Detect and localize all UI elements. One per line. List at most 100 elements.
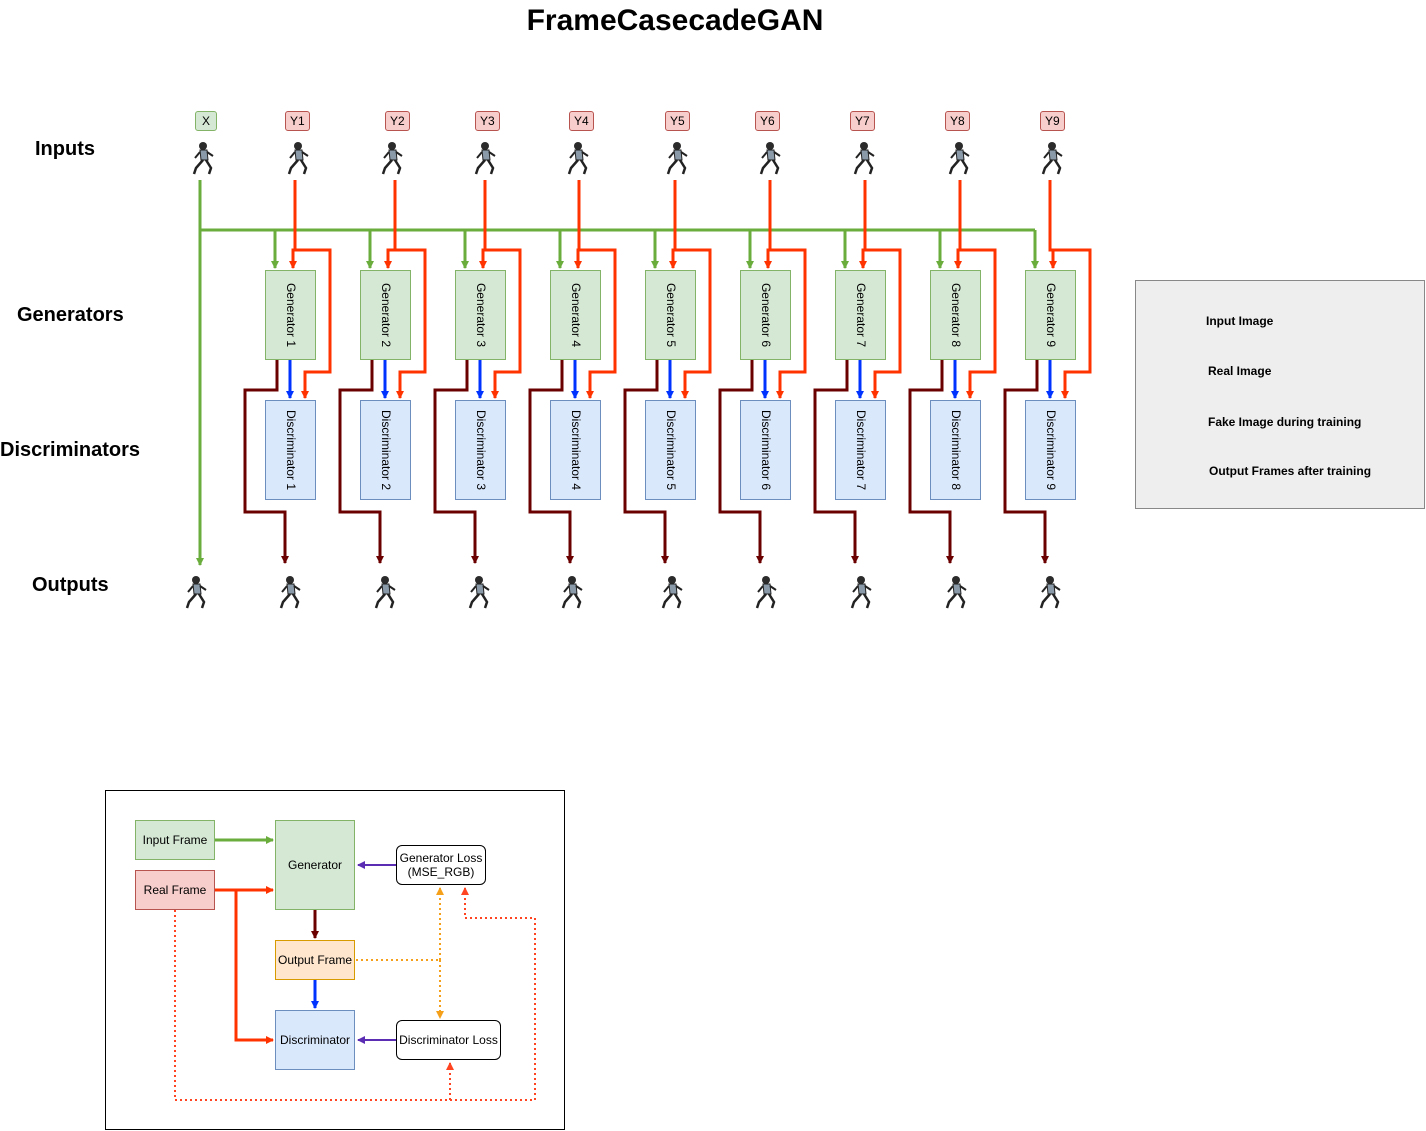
input-frame-thumbnail	[759, 140, 782, 176]
frame-thumbnails	[185, 140, 1064, 610]
discriminator-1: Discriminator 1	[265, 400, 316, 500]
discriminator-2: Discriminator 2	[360, 400, 411, 500]
legend-label-fake: Fake Image during training	[1208, 415, 1362, 429]
wire-real-to-discriminator-4	[579, 248, 617, 399]
input-tag-y8: Y8	[945, 111, 970, 131]
generator-5: Generator 5	[645, 270, 696, 360]
wire-output-frame-7	[813, 360, 859, 564]
wire-output-frame-9	[1003, 360, 1049, 564]
discriminator-label: Discriminator 4	[568, 409, 583, 491]
generator-label: Generator 3	[473, 282, 488, 348]
discriminator-5: Discriminator 5	[645, 400, 696, 500]
wire-real-to-discriminator-1	[295, 248, 332, 399]
row-label-outputs: Outputs	[32, 574, 109, 596]
flow-real-to-losses	[174, 887, 536, 1101]
wire-real-to-discriminator-3	[485, 248, 522, 399]
legend-label-input: Input Image	[1206, 314, 1274, 328]
output-frame-thumbnail	[850, 574, 873, 610]
wire-output-frame-2	[338, 360, 384, 564]
generator-6: Generator 6	[740, 270, 791, 360]
input-frame-thumbnail	[192, 140, 215, 176]
legend: Input Image Real Image Fake Image during…	[1135, 280, 1425, 509]
discriminator-label: Discriminator 3	[473, 409, 488, 491]
flow-generator-loss: Generator Loss (MSE_RGB)	[396, 845, 486, 885]
wire-output-frame-3	[433, 360, 479, 564]
output-frame-thumbnail	[279, 574, 302, 610]
generator-9: Generator 9	[1025, 270, 1076, 360]
input-frame-thumbnail	[474, 140, 497, 176]
flow-input-frame: Input Frame	[135, 820, 215, 860]
flow-real-frame: Real Frame	[135, 870, 215, 910]
input-tag-y4: Y4	[569, 111, 594, 131]
legend-label-output: Output Frames after training	[1209, 464, 1372, 478]
wire-real-to-generator-5	[669, 180, 677, 269]
wire-output-frame-6	[718, 360, 764, 564]
discriminator-8: Discriminator 8	[930, 400, 981, 500]
output-frame-thumbnail	[661, 574, 684, 610]
generator-label: Generator 6	[758, 282, 773, 348]
wire-real-to-discriminator-2	[395, 248, 427, 399]
input-frame-thumbnail	[567, 140, 590, 176]
row-label-inputs: Inputs	[35, 138, 95, 160]
flow-real-to-discriminator	[234, 890, 274, 1044]
input-frame-thumbnail	[948, 140, 971, 176]
input-tag-y1: Y1	[285, 111, 310, 131]
discriminator-label: Discriminator 5	[663, 409, 678, 491]
generator-3: Generator 3	[455, 270, 506, 360]
output-frame-thumbnail	[1039, 574, 1062, 610]
flow-connectors	[174, 836, 536, 1101]
wire-real-to-generator-3	[479, 180, 487, 269]
discriminator-label: Discriminator 9	[1043, 409, 1058, 491]
discriminator-label: Discriminator 8	[948, 409, 963, 491]
input-tag-y5: Y5	[665, 111, 690, 131]
input-frame-thumbnail	[287, 140, 310, 176]
discriminator-9: Discriminator 9	[1025, 400, 1076, 500]
discriminator-4: Discriminator 4	[550, 400, 601, 500]
wire-real-to-discriminator-7	[865, 248, 902, 399]
discriminator-7: Discriminator 7	[835, 400, 886, 500]
wire-output-frame-4	[528, 360, 574, 564]
generator-1: Generator 1	[265, 270, 316, 360]
discriminator-3: Discriminator 3	[455, 400, 506, 500]
discriminator-6: Discriminator 6	[740, 400, 791, 500]
wire-output-frame-8	[908, 360, 954, 564]
generator-label: Generator 1	[283, 282, 298, 348]
flow-output-frame: Output Frame	[275, 940, 355, 980]
output-frame-thumbnail	[374, 574, 397, 610]
wire-real-to-generator-6	[764, 180, 772, 269]
row-label-generators: Generators	[17, 304, 124, 326]
output-frame-thumbnail	[185, 574, 208, 610]
generator-4: Generator 4	[550, 270, 601, 360]
output-frame-thumbnail	[945, 574, 968, 610]
generator-label: Generator 4	[568, 282, 583, 348]
generator-label: Generator 2	[378, 282, 393, 348]
generator-label: Generator 7	[853, 282, 868, 348]
discriminator-label: Discriminator 6	[758, 409, 773, 491]
output-frame-thumbnail	[561, 574, 584, 610]
flow-generator: Generator	[275, 820, 355, 910]
row-label-discriminators: Discriminators	[0, 439, 141, 461]
input-tag-y6: Y6	[755, 111, 780, 131]
flow-discriminator: Discriminator	[275, 1010, 355, 1070]
input-tag-x: X	[195, 111, 217, 131]
output-frame-thumbnail	[755, 574, 778, 610]
discriminator-label: Discriminator 2	[378, 409, 393, 491]
page-title: FrameCasecadeGAN	[526, 4, 824, 37]
wire-real-to-generator-7	[859, 180, 867, 269]
generator-2: Generator 2	[360, 270, 411, 360]
connectors	[196, 180, 1092, 566]
discriminator-label: Discriminator 1	[283, 409, 298, 491]
input-frame-thumbnail	[1041, 140, 1064, 176]
wire-real-to-generator-1	[289, 180, 297, 269]
generator-7: Generator 7	[835, 270, 886, 360]
input-frame-thumbnail	[381, 140, 404, 176]
wire-real-to-discriminator-5	[675, 248, 712, 399]
generator-8: Generator 8	[930, 270, 981, 360]
generator-label: Generator 9	[1043, 282, 1058, 348]
input-tag-y3: Y3	[475, 111, 500, 131]
input-frame-thumbnail	[666, 140, 689, 176]
wire-real-to-generator-2	[384, 180, 397, 269]
input-tag-y9: Y9	[1040, 111, 1065, 131]
input-frame-thumbnail	[853, 140, 876, 176]
